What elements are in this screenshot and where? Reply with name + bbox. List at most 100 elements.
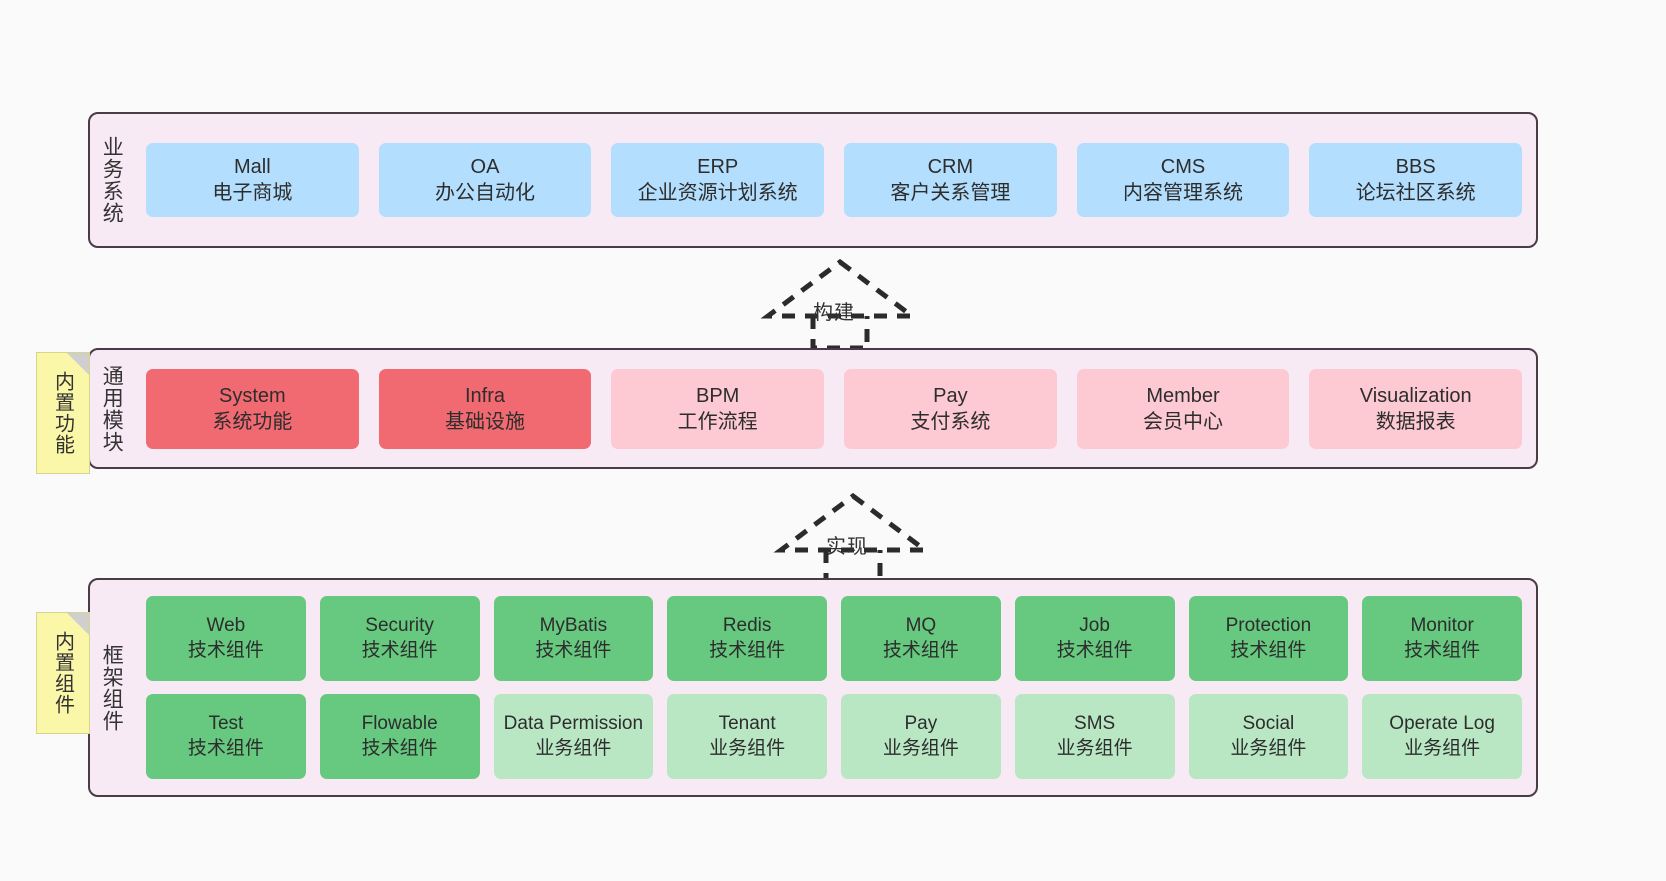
card-job[interactable]: Job 技术组件: [1014, 596, 1175, 681]
card-name: MyBatis: [539, 614, 608, 636]
card-data-permission[interactable]: Data Permission 业务组件: [493, 694, 654, 779]
card-sub: 业务组件: [1230, 737, 1307, 759]
card-oa[interactable]: OA 办公自动化: [378, 143, 592, 217]
card-name: Monitor: [1410, 614, 1474, 636]
card-name: ERP: [697, 156, 739, 178]
card-name: Pay: [904, 712, 938, 734]
card-name: SMS: [1074, 712, 1116, 734]
card-member[interactable]: Member 会员中心: [1076, 368, 1290, 449]
card-system[interactable]: System 系统功能: [146, 368, 359, 449]
card-name: BBS: [1395, 156, 1436, 178]
card-sub: 技术组件: [535, 639, 612, 661]
card-row: System 系统功能 Infra 基础设施 BPM 工作流程 Pay 支付系统…: [146, 368, 1523, 449]
card-sub: 业务组件: [535, 737, 612, 759]
card-row: Test 技术组件 Flowable 技术组件 Data Permission …: [146, 694, 1522, 779]
folded-corner-icon: [67, 353, 89, 375]
card-name: OA: [470, 156, 500, 178]
card-bbs[interactable]: BBS 论坛社区系统: [1309, 143, 1523, 217]
card-security[interactable]: Security 技术组件: [319, 596, 480, 681]
layer-body-framework-component: Web 技术组件 Security 技术组件 MyBatis 技术组件 Redi…: [132, 580, 1536, 795]
card-bpm[interactable]: BPM 工作流程: [611, 368, 825, 449]
card-sub: 工作流程: [677, 410, 758, 433]
card-sub: 业务组件: [709, 737, 786, 759]
card-social[interactable]: Social 业务组件: [1188, 694, 1349, 779]
card-name: CMS: [1160, 156, 1206, 178]
arrow-realize-label: 实现: [826, 536, 868, 558]
note-label: 内置功能: [51, 371, 74, 455]
card-sub: 支付系统: [910, 410, 991, 433]
arrow-realize: 实现: [768, 492, 938, 584]
card-name: Tenant: [718, 712, 776, 734]
card-name: Redis: [722, 614, 772, 636]
card-test[interactable]: Test 技术组件: [146, 694, 306, 779]
card-sub: 基础设施: [445, 410, 525, 433]
layer-common-module: 通用模块 System 系统功能 Infra 基础设施 BPM 工作流程 Pay…: [88, 348, 1538, 469]
card-pay[interactable]: Pay 支付系统: [844, 368, 1057, 449]
card-flowable[interactable]: Flowable 技术组件: [319, 694, 480, 779]
card-sub: 业务组件: [1056, 737, 1133, 759]
card-name: MQ: [905, 614, 937, 636]
card-sub: 技术组件: [1404, 639, 1481, 661]
card-row: Mall 电子商城 OA 办公自动化 ERP 企业资源计划系统 CRM 客户关系…: [146, 143, 1523, 217]
card-name: Mall: [234, 156, 271, 178]
card-crm[interactable]: CRM 客户关系管理: [844, 143, 1057, 217]
card-tenant[interactable]: Tenant 业务组件: [667, 694, 827, 779]
card-name: Social: [1242, 712, 1295, 734]
card-erp[interactable]: ERP 企业资源计划系统: [611, 143, 825, 217]
card-sub: 技术组件: [187, 639, 264, 661]
card-name: Protection: [1225, 614, 1312, 636]
card-sub: 业务组件: [882, 737, 959, 759]
card-sub: 客户关系管理: [890, 182, 1011, 204]
card-mall[interactable]: Mall 电子商城: [146, 143, 359, 217]
layer-body-common-module: System 系统功能 Infra 基础设施 BPM 工作流程 Pay 支付系统…: [132, 350, 1536, 467]
card-name: Flowable: [361, 712, 438, 734]
card-name: Visualization: [1359, 384, 1472, 407]
arrow-build-label: 构建: [813, 302, 855, 324]
card-sub: 电子商城: [212, 182, 293, 204]
card-sub: 内容管理系统: [1123, 182, 1244, 204]
card-name: CRM: [927, 156, 974, 178]
arrow-build: 构建: [755, 258, 925, 350]
card-name: System: [218, 384, 286, 407]
layer-body-business-system: Mall 电子商城 OA 办公自动化 ERP 企业资源计划系统 CRM 客户关系…: [132, 114, 1536, 246]
note-builtin-component: 内置组件: [36, 612, 90, 734]
card-operate-log[interactable]: Operate Log 业务组件: [1362, 694, 1522, 779]
card-sub: 技术组件: [187, 737, 264, 759]
card-sub: 系统功能: [212, 410, 293, 433]
card-infra[interactable]: Infra 基础设施: [378, 368, 592, 449]
card-sub: 技术组件: [361, 737, 438, 759]
card-sub: 业务组件: [1404, 737, 1481, 759]
card-sub: 技术组件: [882, 639, 959, 661]
card-name: Infra: [464, 384, 506, 407]
card-mq[interactable]: MQ 技术组件: [841, 596, 1001, 681]
layer-business-system: 业务系统 Mall 电子商城 OA 办公自动化 ERP 企业资源计划系统 CRM…: [88, 112, 1538, 248]
note-builtin-function: 内置功能: [36, 352, 90, 474]
card-name: Pay: [933, 384, 968, 407]
card-visualization[interactable]: Visualization 数据报表: [1309, 368, 1523, 449]
note-label: 内置组件: [51, 631, 74, 715]
layer-title-business-system: 业务系统: [100, 136, 124, 224]
card-sub: 技术组件: [1230, 639, 1307, 661]
card-sms[interactable]: SMS 业务组件: [1014, 694, 1175, 779]
layer-title-common-module: 通用模块: [100, 364, 124, 453]
card-pay-biz[interactable]: Pay 业务组件: [841, 694, 1001, 779]
card-name: BPM: [696, 384, 740, 407]
card-name: Job: [1079, 614, 1110, 636]
layer-framework-component: 框架组件 Web 技术组件 Security 技术组件 MyBatis 技术组件…: [88, 578, 1538, 797]
card-name: Member: [1146, 384, 1220, 407]
card-name: Data Permission: [503, 712, 644, 734]
card-monitor[interactable]: Monitor 技术组件: [1362, 596, 1522, 681]
card-name: Web: [206, 614, 246, 636]
card-row: Web 技术组件 Security 技术组件 MyBatis 技术组件 Redi…: [146, 596, 1522, 681]
card-name: Security: [365, 614, 434, 636]
card-sub: 企业资源计划系统: [637, 182, 798, 204]
card-protection[interactable]: Protection 技术组件: [1188, 596, 1349, 681]
card-sub: 论坛社区系统: [1355, 182, 1476, 204]
card-sub: 技术组件: [1056, 639, 1133, 661]
card-web[interactable]: Web 技术组件: [146, 596, 306, 681]
card-mybatis[interactable]: MyBatis 技术组件: [493, 596, 654, 681]
card-redis[interactable]: Redis 技术组件: [667, 596, 827, 681]
card-name: Operate Log: [1389, 712, 1495, 734]
card-cms[interactable]: CMS 内容管理系统: [1076, 143, 1290, 217]
